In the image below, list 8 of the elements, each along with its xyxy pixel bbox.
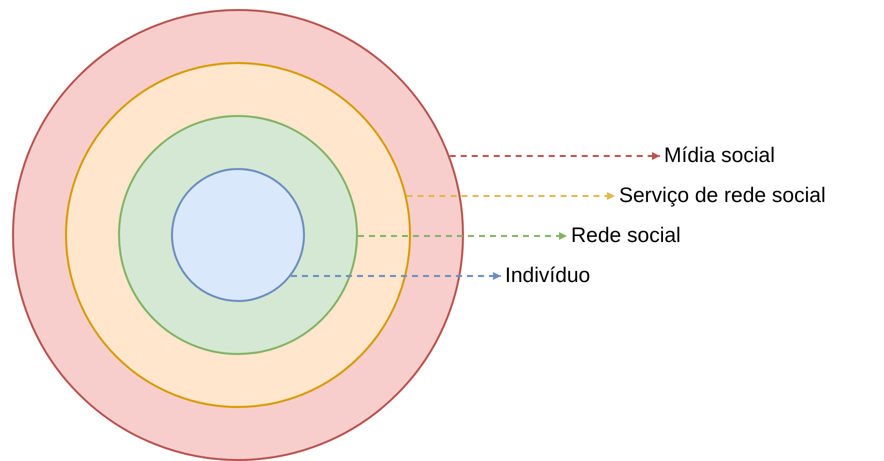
leader-line <box>291 272 501 280</box>
ring-label: Indivíduo <box>505 264 590 288</box>
ring-label: Serviço de rede social <box>619 184 826 208</box>
leader-line <box>358 232 567 240</box>
leader-line <box>450 152 660 160</box>
leader-line <box>406 192 615 200</box>
ring-label: Mídia social <box>664 144 775 168</box>
ring-label: Rede social <box>571 224 681 248</box>
